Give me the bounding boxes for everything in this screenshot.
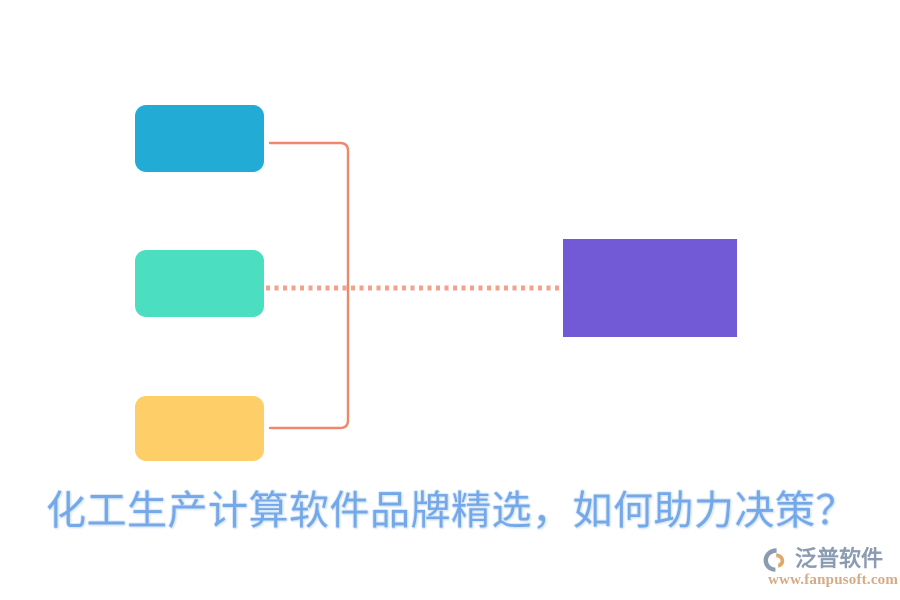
- flow-node-green[interactable]: [135, 250, 264, 317]
- watermark: 泛普软件 www.fanpusoft.com: [762, 545, 898, 593]
- connector-blue-to-spine: [268, 141, 350, 290]
- watermark-brand-name: 泛普软件: [795, 547, 884, 572]
- watermark-url: www.fanpusoft.com: [768, 572, 899, 588]
- watermark-brand-row: 泛普软件: [762, 545, 883, 575]
- page-title: 化工生产计算软件品牌精选，如何助力决策？: [46, 488, 856, 534]
- flow-node-yellow[interactable]: [135, 396, 264, 461]
- flow-node-purple[interactable]: [563, 239, 737, 337]
- flow-node-blue[interactable]: [135, 105, 264, 172]
- fanpu-logo-icon: [763, 548, 785, 572]
- connector-yellow-to-spine: [268, 286, 350, 430]
